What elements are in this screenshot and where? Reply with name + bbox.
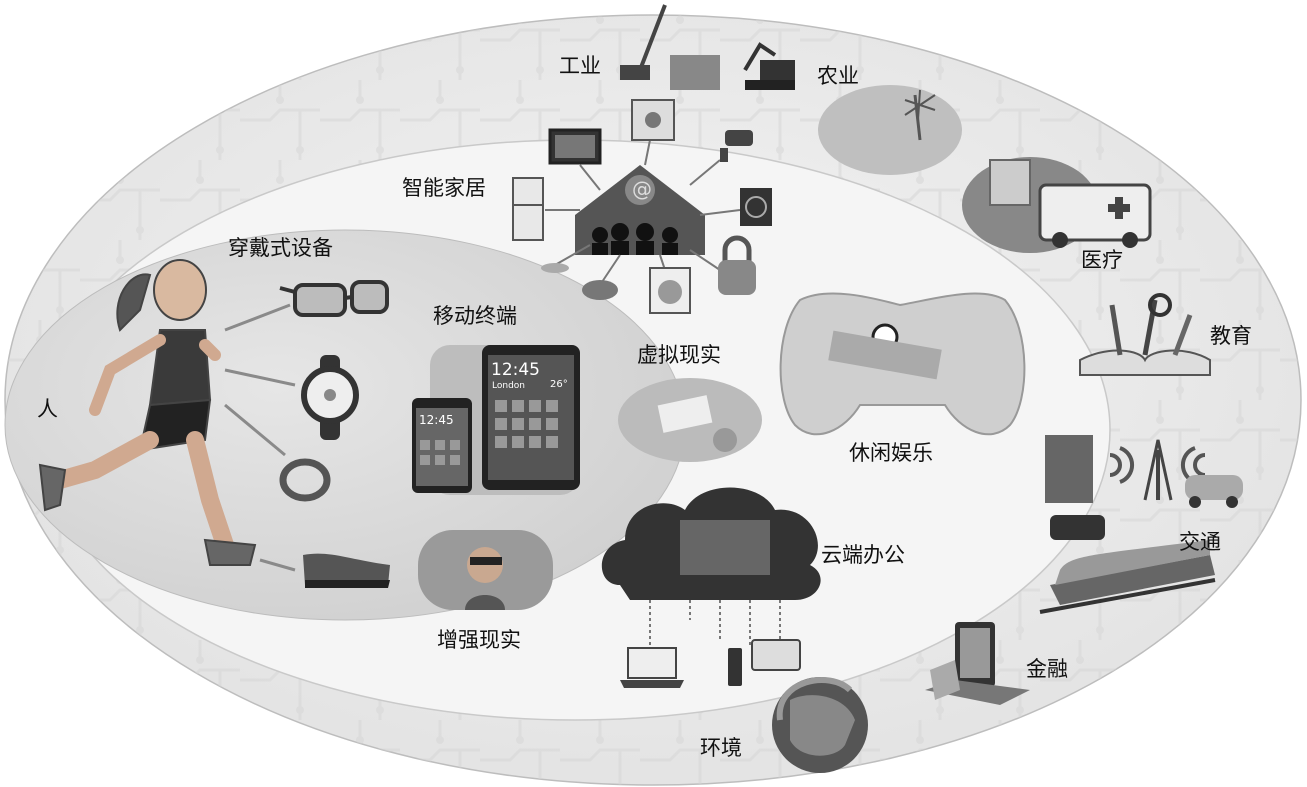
label-agriculture: 农业 <box>817 64 859 88</box>
smart-ring-icon <box>279 458 331 502</box>
smart-home-icon <box>575 165 705 255</box>
label-environment: 环境 <box>700 736 742 760</box>
phone-icon <box>728 648 742 686</box>
cloud-connectors <box>649 600 781 650</box>
transport-icon <box>1039 435 1243 614</box>
environment-icon <box>772 677 868 773</box>
air-conditioner-icon <box>631 99 675 141</box>
cloud-icon <box>601 487 821 600</box>
label-vr: 虚拟现实 <box>637 343 721 367</box>
label-ar: 增强现实 <box>437 628 521 652</box>
lock-icon <box>718 235 756 295</box>
label-wearable: 穿戴式设备 <box>228 236 333 260</box>
education-icon <box>1079 293 1211 376</box>
label-industry: 工业 <box>559 54 601 78</box>
label-smart-home: 智能家居 <box>402 176 486 200</box>
big-phone-time: 12:45 <box>491 360 540 380</box>
agriculture-icon <box>818 85 962 175</box>
label-mobile: 移动终端 <box>433 304 517 328</box>
label-finance: 金融 <box>1026 657 1068 681</box>
mobile-terminal-icon <box>412 345 580 495</box>
ar-icon <box>418 530 553 610</box>
small-phone-time: 12:45 <box>419 413 454 427</box>
house-at-symbol: @ <box>632 177 652 201</box>
smart-glasses-icon <box>279 280 389 317</box>
medical-icon <box>962 157 1152 253</box>
label-person: 人 <box>37 397 58 421</box>
gamepad-icon <box>779 292 1026 436</box>
washing-machine-icon <box>649 267 691 314</box>
finance-icon <box>925 622 1030 705</box>
tablet-icon <box>751 639 801 671</box>
label-cloud-office: 云端办公 <box>821 543 905 567</box>
label-education: 教育 <box>1210 324 1252 348</box>
label-transport: 交通 <box>1179 530 1221 554</box>
industry-icon <box>620 4 795 90</box>
fridge-icon <box>512 177 544 241</box>
label-leisure: 休闲娱乐 <box>849 441 933 465</box>
runner-figure <box>38 259 257 566</box>
label-medical: 医疗 <box>1081 248 1123 272</box>
ceiling-lamp-icon <box>541 263 569 273</box>
fingerprint-icon <box>740 188 772 226</box>
vr-icon <box>618 378 762 462</box>
wearable-connectors <box>224 303 296 572</box>
big-phone-city: London <box>492 381 525 391</box>
big-phone-temp: 26° <box>550 379 568 390</box>
tv-icon <box>548 128 602 165</box>
smart-watch-icon <box>301 355 359 440</box>
smart-shoe-icon <box>303 553 390 588</box>
robot-vacuum-icon <box>582 280 618 300</box>
laptop-icon <box>620 647 684 688</box>
camera-icon <box>720 130 753 162</box>
